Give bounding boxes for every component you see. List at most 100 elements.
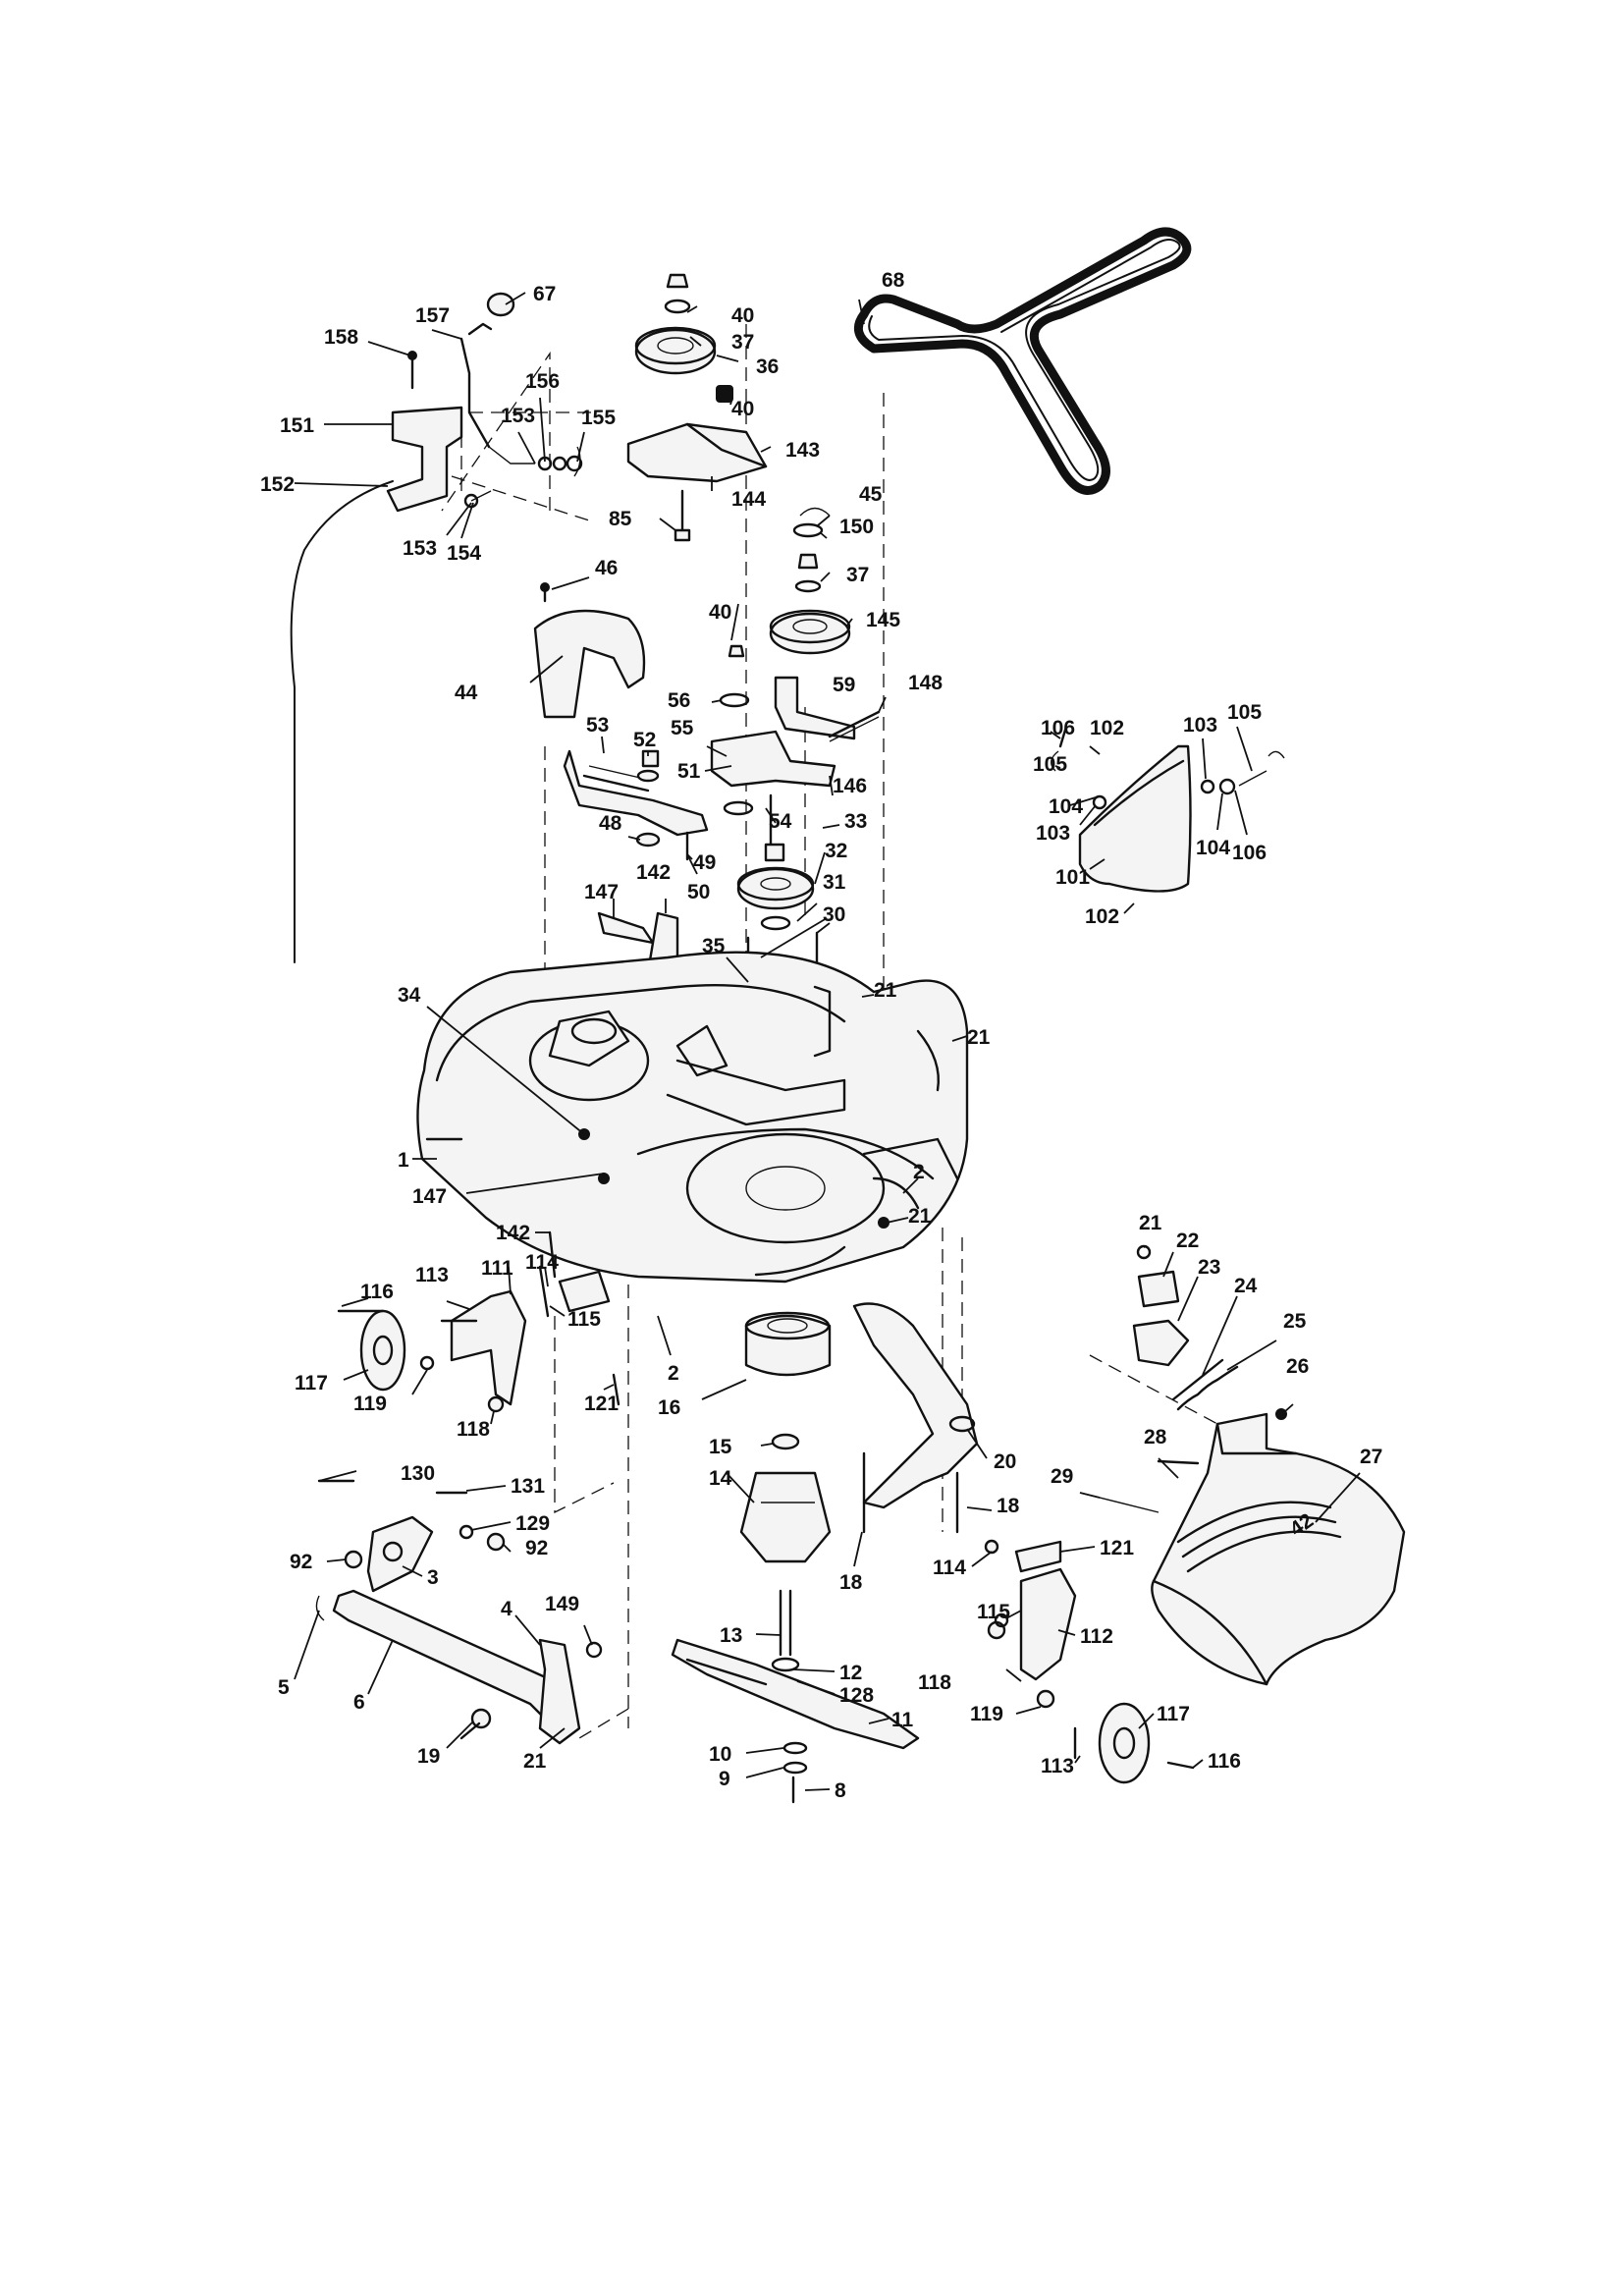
leader-lines xyxy=(294,292,1361,1791)
callout-121-left: 121 xyxy=(584,1393,619,1415)
callout-118-right: 118 xyxy=(918,1671,951,1694)
callout-92-left: 92 xyxy=(290,1551,312,1573)
callout-54: 54 xyxy=(769,810,792,833)
callout-21-d: 21 xyxy=(1139,1212,1162,1234)
callout-153-upper: 153 xyxy=(501,405,535,427)
callout-156: 156 xyxy=(525,370,560,393)
callout-154: 154 xyxy=(447,542,481,565)
idler-pulley-upper xyxy=(626,273,768,542)
callout-103-upper: 103 xyxy=(1183,714,1217,737)
callout-59: 59 xyxy=(833,674,855,696)
callout-152: 152 xyxy=(260,473,295,496)
discharge-deflector xyxy=(1051,725,1285,893)
callout-121-right: 121 xyxy=(1100,1537,1134,1559)
callout-13: 13 xyxy=(720,1624,742,1647)
callout-25: 25 xyxy=(1283,1310,1307,1333)
callout-68: 68 xyxy=(882,269,905,292)
callout-148: 148 xyxy=(908,672,943,694)
callout-labels: 68 67 157 158 151 156 153 155 152 153 15… xyxy=(260,269,1382,1802)
callout-102-upper: 102 xyxy=(1090,717,1124,739)
callout-46: 46 xyxy=(595,557,618,579)
callout-115-right: 115 xyxy=(977,1601,1010,1623)
callout-111: 111 xyxy=(481,1257,513,1280)
callout-52: 52 xyxy=(633,729,656,751)
callout-102-lower: 102 xyxy=(1085,905,1119,928)
gauge-wheel-right-assembly xyxy=(984,1539,1195,1784)
callout-51: 51 xyxy=(677,760,701,783)
callout-50: 50 xyxy=(687,881,710,903)
callout-150: 150 xyxy=(839,516,874,538)
callout-158: 158 xyxy=(324,326,358,349)
callout-29: 29 xyxy=(1051,1465,1073,1488)
callout-18-left: 18 xyxy=(839,1571,863,1594)
callout-37-top: 37 xyxy=(731,331,754,354)
callout-92-right: 92 xyxy=(525,1537,548,1559)
callout-143: 143 xyxy=(785,439,820,462)
callout-146: 146 xyxy=(833,775,867,797)
callout-6: 6 xyxy=(353,1691,365,1714)
callout-19: 19 xyxy=(417,1745,440,1768)
belt-guide xyxy=(533,582,646,719)
callout-1: 1 xyxy=(398,1149,409,1172)
lift-link-assembly xyxy=(852,1302,979,1534)
callout-8: 8 xyxy=(835,1779,846,1802)
callout-101: 101 xyxy=(1055,866,1090,889)
callout-104-right: 104 xyxy=(1196,837,1230,859)
callout-10: 10 xyxy=(709,1743,731,1766)
callout-113-right: 113 xyxy=(1041,1755,1074,1777)
callout-32: 32 xyxy=(825,840,847,862)
callout-103-lower: 103 xyxy=(1036,822,1070,845)
callout-21-c: 21 xyxy=(908,1205,932,1228)
callout-129: 129 xyxy=(515,1512,550,1535)
callout-147-lower: 147 xyxy=(412,1185,447,1208)
callout-67: 67 xyxy=(533,283,556,305)
callout-131: 131 xyxy=(511,1475,545,1498)
callout-3: 3 xyxy=(427,1566,439,1589)
callout-40-top: 40 xyxy=(731,304,754,327)
callout-119-left: 119 xyxy=(353,1393,387,1415)
callout-114-left: 114 xyxy=(525,1251,559,1274)
callout-35: 35 xyxy=(702,935,726,957)
callout-113-left: 113 xyxy=(415,1264,449,1286)
callout-15: 15 xyxy=(709,1436,732,1458)
callout-151: 151 xyxy=(280,414,314,437)
callout-27: 27 xyxy=(1360,1446,1382,1468)
callout-112: 112 xyxy=(1080,1625,1113,1648)
callout-16: 16 xyxy=(658,1396,680,1419)
callout-24: 24 xyxy=(1234,1275,1258,1297)
callout-157: 157 xyxy=(415,304,450,327)
callout-14: 14 xyxy=(709,1467,732,1490)
callout-18-right: 18 xyxy=(997,1495,1020,1517)
callout-114-right: 114 xyxy=(933,1557,966,1579)
callout-53: 53 xyxy=(586,714,609,737)
callout-37-center: 37 xyxy=(846,564,869,586)
gauge-wheel-left-assembly xyxy=(337,1230,620,1413)
callout-23: 23 xyxy=(1198,1256,1220,1279)
callout-117-right: 117 xyxy=(1157,1703,1190,1725)
callout-55: 55 xyxy=(671,717,694,739)
callout-34: 34 xyxy=(398,984,421,1007)
callout-142-upper: 142 xyxy=(636,861,671,884)
callout-144: 144 xyxy=(731,488,766,511)
callout-11: 11 xyxy=(891,1709,914,1731)
callout-56: 56 xyxy=(668,689,690,712)
callout-115-left: 115 xyxy=(567,1308,601,1331)
callout-106-upper: 106 xyxy=(1041,717,1075,739)
rear-bracket-spring xyxy=(1132,1244,1287,1420)
blade-spindle-assembly xyxy=(671,1311,920,1804)
callout-44: 44 xyxy=(455,682,478,704)
callout-2-upper: 2 xyxy=(913,1161,925,1183)
callout-145: 145 xyxy=(866,609,900,631)
callout-105-right: 105 xyxy=(1227,701,1262,724)
callout-36: 36 xyxy=(756,355,779,378)
callout-5: 5 xyxy=(278,1676,290,1699)
callout-12: 12 xyxy=(839,1662,862,1684)
mower-deck-housing xyxy=(416,951,969,1284)
callout-149: 149 xyxy=(545,1593,579,1615)
callout-26: 26 xyxy=(1286,1355,1309,1378)
callout-116-right: 116 xyxy=(1208,1750,1241,1773)
callout-147-upper: 147 xyxy=(584,881,619,903)
drive-belt xyxy=(853,227,1192,495)
callout-21-e: 21 xyxy=(523,1750,547,1773)
